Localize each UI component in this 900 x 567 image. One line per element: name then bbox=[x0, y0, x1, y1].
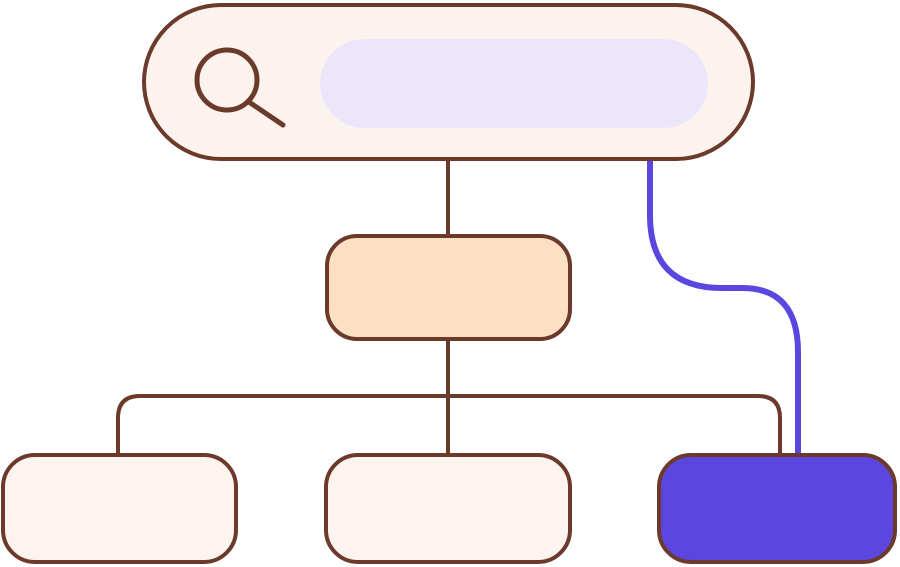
parent-node[interactable] bbox=[325, 234, 572, 341]
child-node-right-selected[interactable] bbox=[657, 453, 897, 564]
search-input[interactable] bbox=[320, 39, 708, 128]
child-node-middle[interactable] bbox=[324, 453, 572, 564]
child-nodes bbox=[1, 453, 897, 564]
search-icon-lens bbox=[194, 47, 260, 113]
search-icon-handle bbox=[246, 99, 286, 128]
connector-branch-horizontal bbox=[116, 394, 782, 457]
search-icon bbox=[194, 47, 286, 128]
highlight-path bbox=[647, 159, 801, 458]
search-bar[interactable] bbox=[142, 3, 755, 161]
connectors bbox=[116, 158, 801, 458]
child-node-left[interactable] bbox=[1, 453, 238, 564]
